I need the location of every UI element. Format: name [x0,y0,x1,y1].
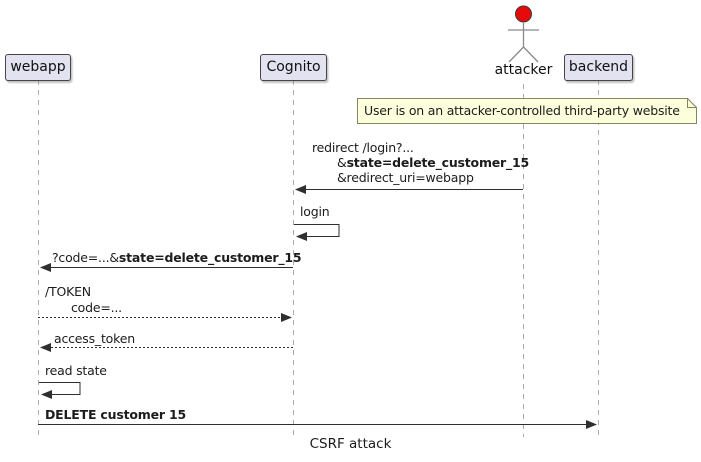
msg-login-self: login [300,204,330,219]
msg-redirect-login-line1: redirect /login?... [312,140,414,155]
participant-cognito: Cognito [260,54,327,81]
msg-code-state-bold: state=delete_customer_15 [118,250,302,265]
msg-code-state: ?code=...&state=delete_customer_15 [52,250,302,265]
note-shape [357,98,697,124]
msg-redirect-login-line2-prefix: & [337,155,347,170]
msg-delete-customer: DELETE customer 15 [45,407,186,422]
msg-redirect-login-line2: &state=delete_customer_15 [337,155,529,170]
msg-redirect-login-line2-bold: state=delete_customer_15 [346,155,530,170]
actor-attacker-label: attacker [494,62,553,78]
msg-read-state-self: read state [45,363,107,378]
arrow-read-state-self [39,382,81,399]
msg-token-request-line2: code=... [71,300,122,315]
participant-webapp: webapp [5,54,71,81]
msg-token-request-line1: /TOKEN [45,284,91,299]
participant-backend: backend [564,54,633,81]
msg-redirect-login-line3: &redirect_uri=webapp [337,170,474,185]
note-user-on-attacker-site: User is on an attacker-controlled third-… [364,103,680,118]
actor-attacker-figure [508,5,539,63]
msg-access-token: access_token [54,331,135,346]
arrow-login-self [294,224,340,241]
diagram-caption: CSRF attack [309,436,392,452]
actor-head-icon [515,5,532,23]
msg-code-state-prefix: ?code=...& [52,250,119,265]
